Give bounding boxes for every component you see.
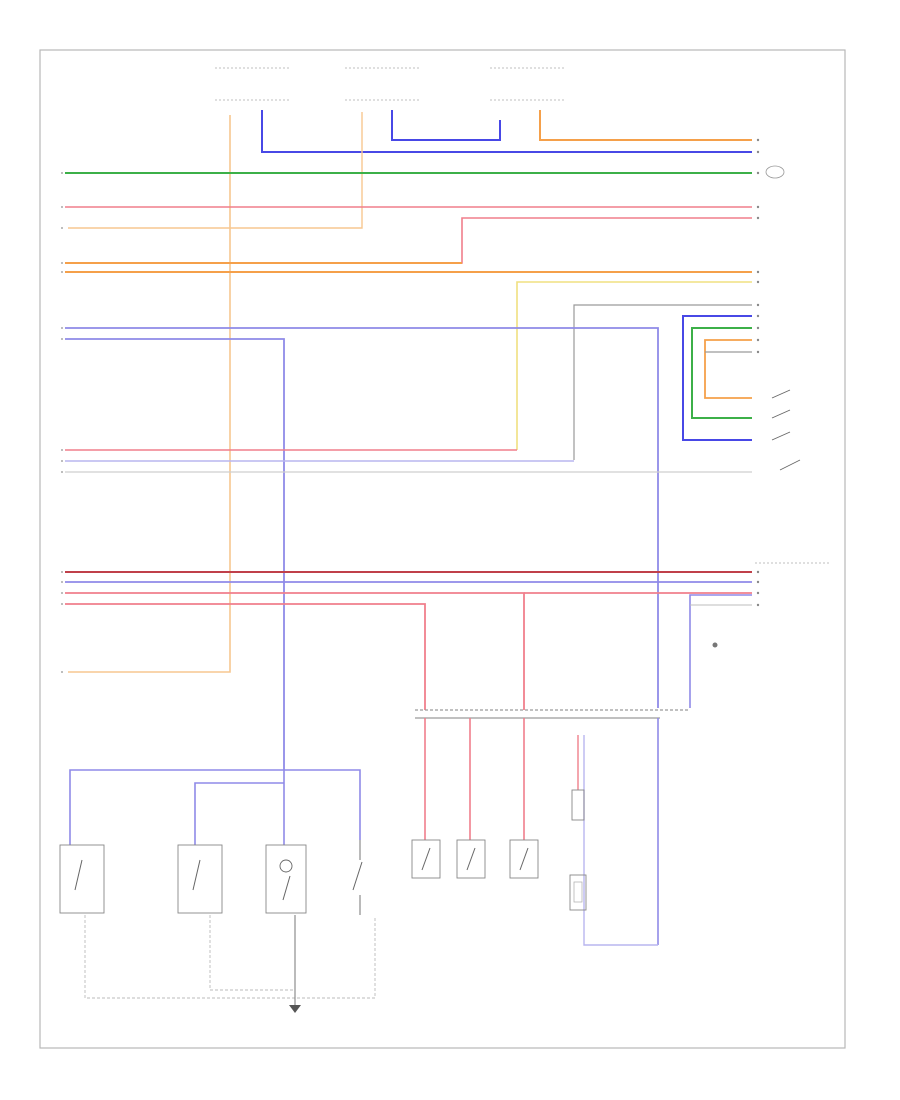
bottom-switch-6 bbox=[456, 839, 486, 879]
bottom-switch-1 bbox=[59, 844, 105, 914]
wire-pink-bus bbox=[65, 592, 525, 710]
top-module-1 bbox=[215, 67, 290, 101]
bottom-switch-3 bbox=[265, 844, 307, 914]
wire-pink-3 bbox=[65, 217, 700, 264]
top-module-3 bbox=[490, 67, 565, 101]
heated-seat-module bbox=[712, 562, 830, 648]
wire-lamp bbox=[583, 735, 658, 946]
bottom-switch-7 bbox=[509, 839, 539, 879]
wire-blue-top-2 bbox=[391, 110, 501, 141]
diagram-frame bbox=[39, 49, 846, 1049]
wire-green-right bbox=[691, 327, 752, 419]
wire-blue-bus-right bbox=[689, 594, 752, 708]
bottom-switch-2 bbox=[177, 844, 223, 914]
wire-blue-right bbox=[682, 315, 752, 441]
antenna-icon bbox=[765, 165, 785, 179]
wire-ground-1 bbox=[84, 915, 376, 999]
lamp-1 bbox=[571, 789, 585, 821]
lamp-2 bbox=[569, 874, 587, 911]
top-module-2 bbox=[345, 67, 420, 101]
right-pin-markers bbox=[756, 138, 760, 607]
wire-ground-2 bbox=[209, 915, 295, 991]
left-pin-markers bbox=[61, 172, 63, 673]
wire-blue-bl-2 bbox=[194, 782, 284, 845]
bottom-switch-4 bbox=[352, 840, 363, 915]
wire-orange-1 bbox=[68, 115, 231, 673]
switch-block-right bbox=[771, 389, 801, 471]
wire-orange-2 bbox=[68, 112, 363, 229]
wire-gray-1 bbox=[573, 304, 752, 460]
wire-blue-top-1 bbox=[261, 110, 752, 153]
wire-blue-1 bbox=[65, 327, 659, 708]
wire-blue-2 bbox=[65, 338, 285, 770]
wire-orange-right bbox=[704, 339, 752, 399]
wire-pink-bus-2 bbox=[65, 603, 426, 710]
bottom-switch-5 bbox=[411, 839, 441, 879]
ground-icon bbox=[289, 1005, 301, 1013]
wire-blue-bl-1 bbox=[69, 769, 361, 845]
wire-yellow bbox=[516, 281, 752, 450]
wire-orange-top bbox=[539, 110, 752, 141]
